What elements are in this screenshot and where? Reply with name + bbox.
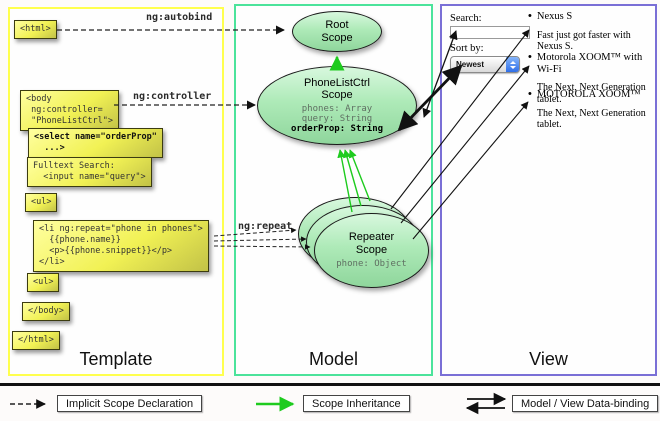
template-column-label: Template	[79, 349, 153, 369]
phonelistctrl-scope-title: PhoneListCtrl Scope	[303, 76, 371, 102]
phone-item-desc: Fast just got faster with Nexus S.	[536, 29, 631, 53]
phone-list-item: • MOTOROLA XOOM™ The Next, Next Generati…	[528, 89, 653, 131]
repeater-scope-ellipse-front: Repeater Scope phone: Object	[314, 213, 429, 288]
code-box-html-close: </html>	[12, 331, 60, 351]
ng-repeat-label: ng:repeat	[238, 221, 293, 232]
phone-list-item: • Motorola XOOM™ with Wi-Fi The Next, Ne…	[528, 51, 653, 105]
bullet-icon: •	[528, 51, 532, 63]
select-stepper-icon	[506, 57, 519, 72]
legend-implicit-scope: Implicit Scope Declaration	[57, 395, 203, 412]
code-box-html-open: <html>	[14, 20, 57, 40]
code-box-fulltext-search: Fulltext Search: <input name="query">	[27, 157, 152, 188]
code-box-select: <select name="orderProp" ...>	[28, 128, 163, 159]
scope-prop-phones: phones: Array	[301, 103, 373, 114]
model-column: Model	[234, 4, 433, 376]
legend-separator-line	[0, 383, 660, 386]
phonelistctrl-scope-ellipse: PhoneListCtrl Scope phones: Array query:…	[257, 66, 417, 145]
legend-model-view-binding: Model / View Data-binding	[512, 395, 659, 412]
bullet-icon: •	[528, 88, 532, 100]
repeater-scope-title: Repeater Scope	[348, 230, 395, 256]
sort-by-label: Sort by:	[450, 43, 484, 54]
scope-prop-orderprop: orderProp: String	[290, 123, 384, 134]
scope-prop-query: query: String	[301, 113, 373, 124]
sort-select-value: Newest	[456, 60, 485, 69]
code-box-body-close: </body>	[22, 302, 70, 322]
phone-item-title: Motorola XOOM™ with Wi-Fi	[536, 52, 643, 75]
phone-item-desc: The Next, Next Generation tablet.	[536, 107, 646, 131]
phone-item-title: MOTOROLA XOOM™	[536, 89, 641, 100]
root-scope-ellipse: Root Scope	[292, 11, 382, 52]
phone-item-title: Nexus S	[536, 11, 573, 22]
search-label: Search:	[450, 13, 482, 24]
scope-prop-phone: phone: Object	[336, 259, 407, 270]
bullet-icon: •	[528, 10, 532, 22]
code-box-body-open: <body ng:controller= "PhoneListCtrl">	[20, 90, 119, 132]
view-column-label: View	[529, 349, 568, 369]
ng-controller-label: ng:controller	[133, 91, 212, 102]
phone-list-item: • Nexus S Fast just got faster with Nexu…	[528, 11, 653, 53]
ng-autobind-label: ng:autobind	[146, 12, 213, 23]
sort-select[interactable]: Newest	[450, 56, 520, 73]
code-box-ul-open: <ul>	[25, 193, 58, 213]
legend-scope-inheritance: Scope Inheritance	[303, 395, 410, 412]
phone-item-desc: The Next, Next Generation tablet.	[536, 82, 646, 105]
code-box-ul-close: <ul>	[27, 273, 60, 293]
legend-binding-arrows	[465, 392, 507, 415]
model-column-label: Model	[308, 349, 359, 369]
root-scope-title: Root Scope	[321, 18, 353, 44]
search-input[interactable]	[450, 26, 530, 39]
code-box-li-repeat: <li ng:repeat="phone in phones"> {{phone…	[33, 220, 209, 273]
